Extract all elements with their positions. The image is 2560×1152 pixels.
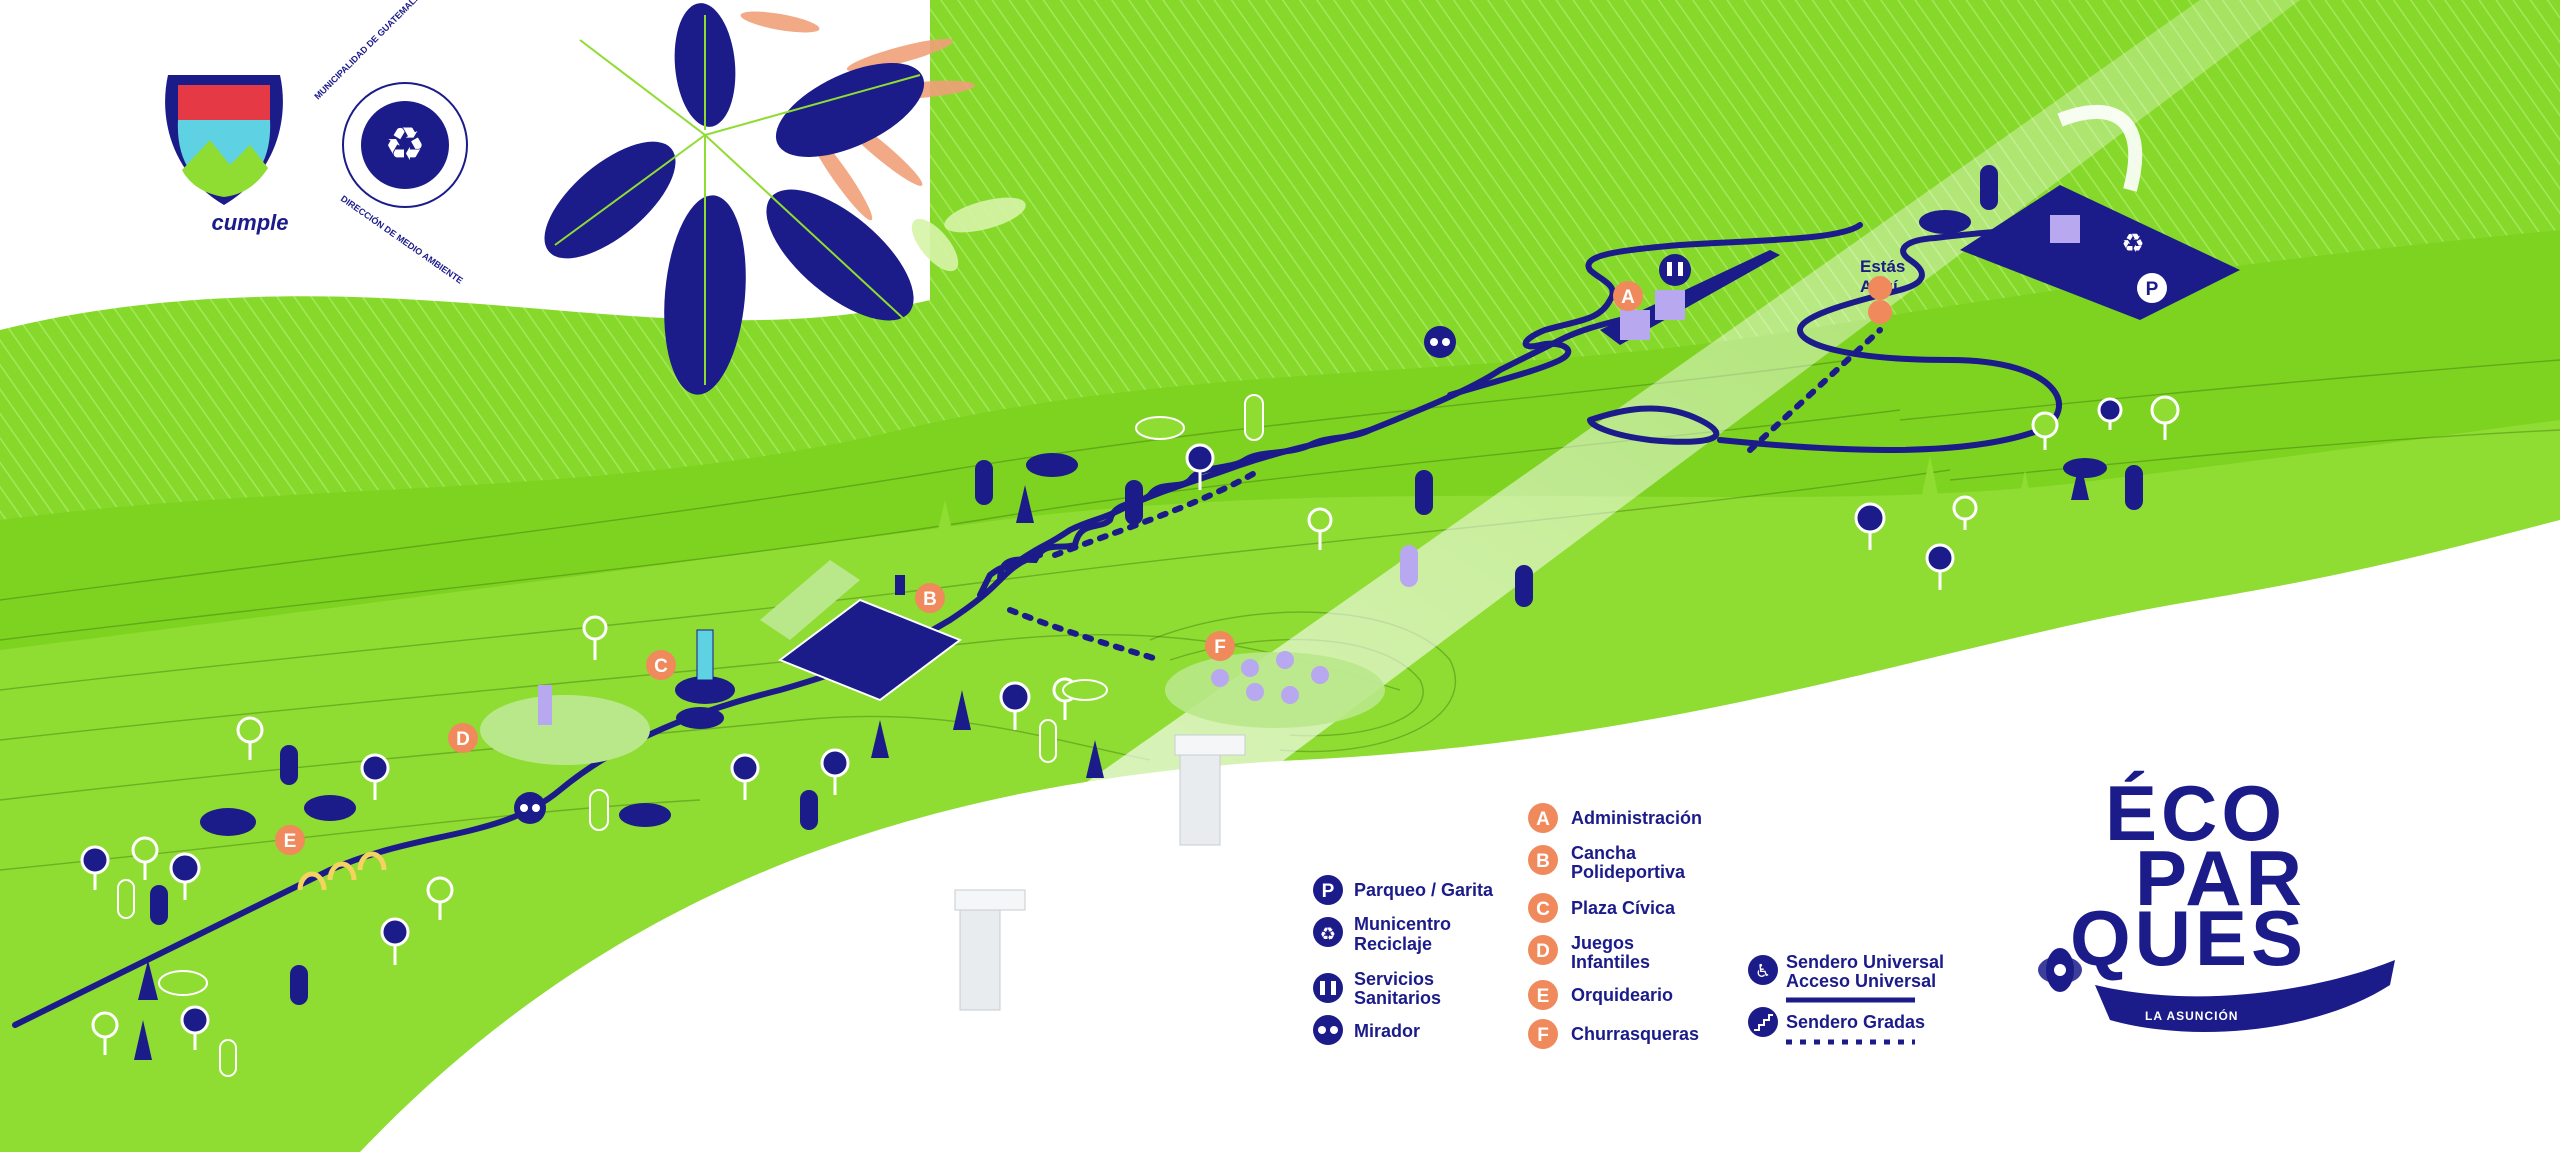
- legend-item-e: E Orquideario: [1528, 980, 1673, 1010]
- svg-text:Mirador: Mirador: [1354, 1021, 1420, 1041]
- legend-item-a: A Administración: [1528, 803, 1702, 833]
- administration-building: [1600, 250, 1780, 345]
- playground: [480, 685, 650, 765]
- orchid-flower-icon: [2038, 948, 2082, 992]
- svg-text:Parqueo / Garita: Parqueo / Garita: [1354, 880, 1494, 900]
- legend-item-viewpoint: Mirador: [1313, 1015, 1420, 1045]
- legend-item-recycle: ♻ Municentro Reciclaje: [1313, 914, 1451, 954]
- logo-line-3: QUES: [2070, 894, 2307, 982]
- svg-text:B: B: [1536, 851, 1550, 872]
- road-beam: [560, 0, 2300, 1152]
- map-letter-markers: A B C D E F P: [275, 273, 2167, 855]
- restroom-marker: [1659, 254, 1691, 286]
- logo-ribbon-text: LA ASUNCIÓN: [2145, 1008, 2238, 1023]
- viewpoint-markers: [514, 326, 1456, 824]
- legend-item-b: B Cancha Polideportiva: [1528, 843, 1686, 882]
- trees: [80, 165, 2180, 1077]
- svg-text:C: C: [1536, 899, 1550, 920]
- binoculars-icon: [1318, 1026, 1338, 1034]
- logo-line-2: PAR: [2135, 834, 2306, 922]
- svg-text:A: A: [1536, 809, 1550, 830]
- svg-text:A: A: [1621, 287, 1635, 308]
- svg-text:E: E: [284, 831, 297, 852]
- svg-text:♻: ♻: [2121, 229, 2144, 259]
- svg-text:Acceso Universal: Acceso Universal: [1786, 971, 1936, 991]
- parking-area: [1960, 105, 2240, 320]
- legend-item-restroom: Servicios Sanitarios: [1313, 969, 1441, 1008]
- map-marker-a[interactable]: A: [1613, 281, 1643, 311]
- svg-text:Juegos: Juegos: [1571, 933, 1634, 953]
- svg-text:Administración: Administración: [1571, 808, 1702, 828]
- legend-item-c: C Plaza Cívica: [1528, 893, 1676, 923]
- svg-text:Churrasqueras: Churrasqueras: [1571, 1024, 1699, 1044]
- recycle-icon: ♻: [1320, 924, 1336, 945]
- logo-ribbon: [2095, 960, 2395, 1033]
- civic-plaza: [675, 629, 735, 704]
- legend-item-d: D Juegos Infantiles: [1528, 933, 1650, 972]
- legend-item-f: F Churrasqueras: [1528, 1019, 1699, 1049]
- leaf-illustration: [544, 3, 1026, 395]
- stairs-icon: [1754, 1014, 1773, 1031]
- svg-text:D: D: [1536, 941, 1550, 962]
- svg-text:Plaza Cívica: Plaza Cívica: [1571, 898, 1676, 918]
- header-white-area: [0, 0, 930, 330]
- universal-trail: [12, 217, 2083, 1028]
- svg-text:Polideportiva: Polideportiva: [1571, 862, 1686, 882]
- svg-text:Reciclaje: Reciclaje: [1354, 934, 1432, 954]
- map-marker-d[interactable]: D: [448, 723, 478, 753]
- map-marker-f[interactable]: F: [1205, 631, 1235, 661]
- map-marker-parking[interactable]: P: [2137, 273, 2167, 303]
- bridge: [954, 734, 1246, 1011]
- white-fade: [560, 700, 2560, 1152]
- legend-item-stairs-trail: Sendero Gradas: [1748, 1007, 1925, 1045]
- stairs-trail: [1007, 327, 1883, 663]
- svg-text:E: E: [1537, 986, 1550, 1007]
- orchid-garden: [297, 851, 387, 891]
- restroom-icon: [1320, 981, 1336, 995]
- you-are-here-marker: Estás Aquí: [1860, 257, 1905, 325]
- svg-text:Servicios: Servicios: [1354, 969, 1434, 989]
- svg-text:Orquideario: Orquideario: [1571, 985, 1673, 1005]
- wheelchair-icon: ♿: [1755, 961, 1771, 982]
- svg-text:Municentro: Municentro: [1354, 914, 1451, 934]
- legend-item-universal-trail: ♿ Sendero Universal Acceso Universal: [1748, 952, 1944, 1003]
- svg-text:C: C: [654, 656, 668, 677]
- ecoparques-logo: ÉCO PAR QUES LA ASUNCIÓN: [2038, 769, 2395, 1033]
- svg-text:Sanitarios: Sanitarios: [1354, 988, 1441, 1008]
- crest-caption: cumple: [211, 210, 288, 235]
- map-marker-b[interactable]: B: [915, 583, 945, 613]
- svg-text:D: D: [456, 729, 470, 750]
- recycle-marker: ♻: [2121, 229, 2144, 259]
- svg-text:F: F: [1537, 1025, 1549, 1046]
- map-marker-e[interactable]: E: [275, 825, 305, 855]
- you-are-here-label-1: Estás: [1860, 257, 1905, 276]
- svg-text:Infantiles: Infantiles: [1571, 952, 1650, 972]
- barbecue-area: [1165, 651, 1385, 728]
- parking-icon: P: [1322, 881, 1335, 902]
- svg-text:F: F: [1214, 637, 1226, 658]
- svg-text:B: B: [923, 589, 937, 610]
- legend-item-parking: P Parqueo / Garita: [1313, 875, 1494, 905]
- svg-text:Sendero Universal: Sendero Universal: [1786, 952, 1944, 972]
- svg-text:Sendero Gradas: Sendero Gradas: [1786, 1012, 1925, 1032]
- svg-text:♻: ♻: [384, 117, 425, 171]
- svg-text:P: P: [2146, 279, 2159, 300]
- svg-text:Cancha: Cancha: [1571, 843, 1637, 863]
- logo-line-1: ÉCO: [2105, 769, 2286, 857]
- sports-court: [760, 560, 963, 702]
- map-marker-c[interactable]: C: [646, 650, 676, 680]
- legend: P Parqueo / Garita ♻ Municentro Reciclaj…: [1313, 803, 1944, 1049]
- city-crest: cumple: [165, 75, 289, 235]
